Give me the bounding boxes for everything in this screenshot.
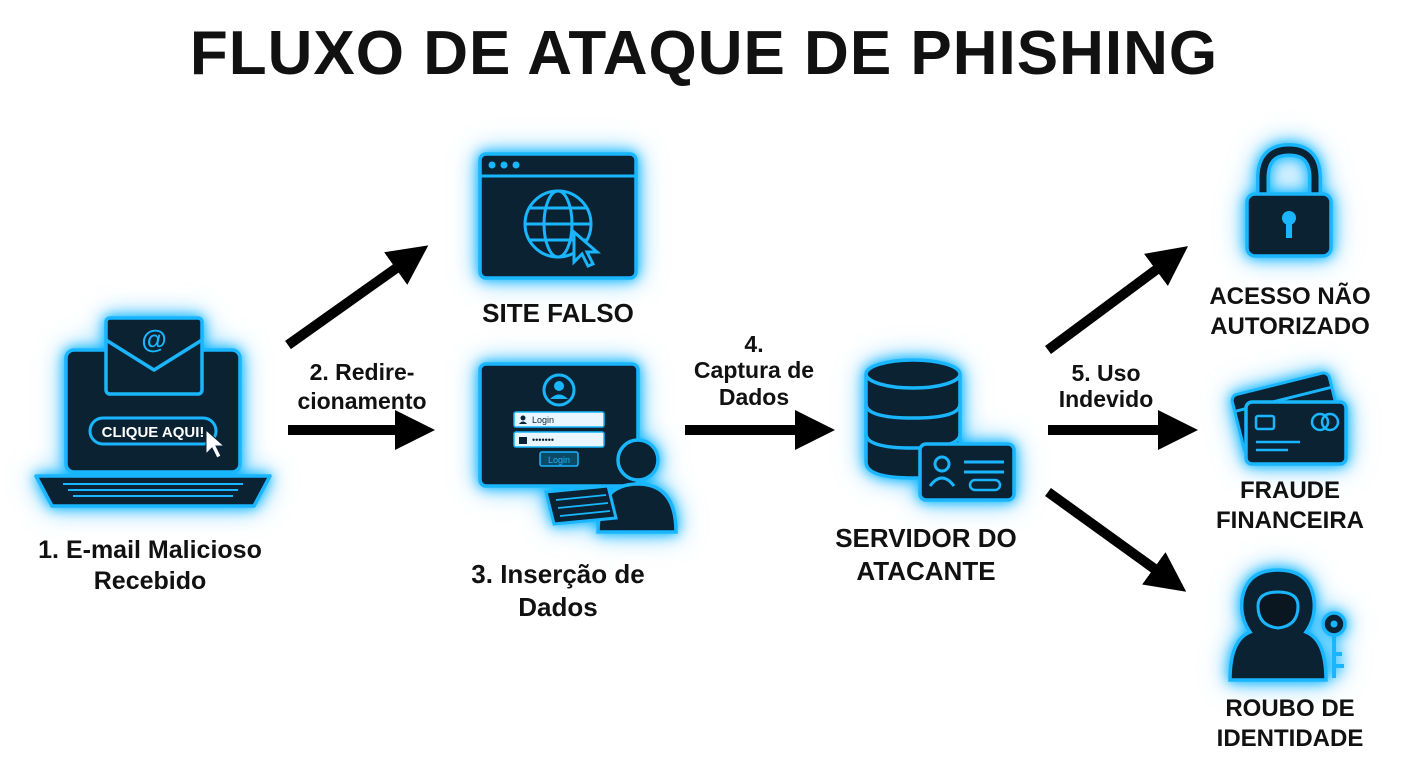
step-redirect-label: 2. Redire-cionamento: [297, 359, 427, 414]
arrow-email-to-site: [285, 245, 429, 350]
padlock-icon: [1245, 142, 1333, 258]
database-server-icon: [864, 358, 1016, 502]
login-form-icon: Login ••••••• Login: [478, 362, 678, 534]
click-here-text: CLIQUE AQUI!: [102, 424, 205, 441]
laptop-email-icon: @ CLIQUE AQUI!: [34, 316, 272, 508]
browser-globe-icon: [478, 152, 638, 280]
svg-text:@: @: [141, 324, 166, 354]
label-site: SITE FALSO: [482, 298, 634, 328]
credit-card-icon: [1230, 371, 1348, 466]
hacker-key-icon: [1228, 568, 1347, 682]
login-button-text: Login: [548, 455, 570, 465]
arrow-server-to-identity: [1045, 487, 1187, 592]
login-field-text: Login: [532, 415, 554, 425]
arrow-server-to-access: [1045, 246, 1189, 355]
diagram-title: FLUXO DE ATAQUE DE PHISHING: [189, 19, 1219, 88]
password-field-text: •••••••: [532, 435, 554, 445]
